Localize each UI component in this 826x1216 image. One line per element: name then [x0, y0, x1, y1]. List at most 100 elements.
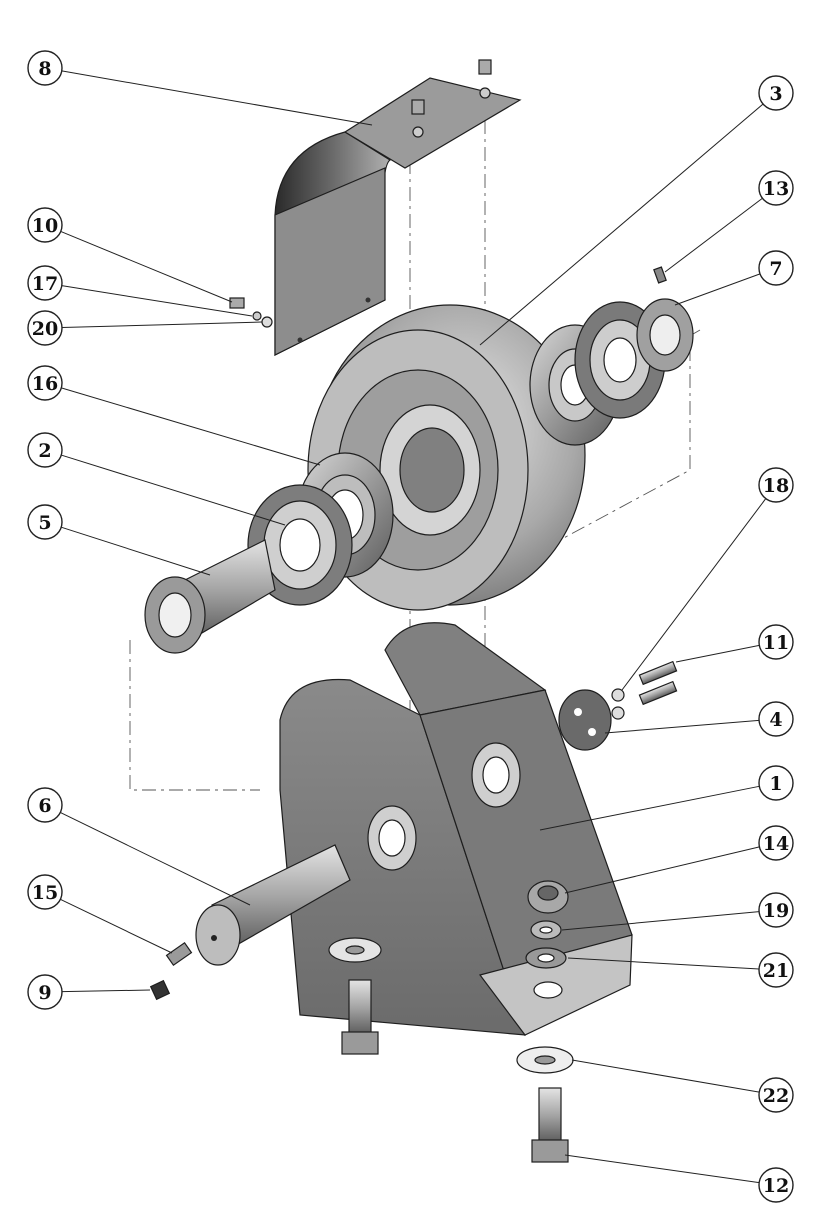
callout-circle — [27, 310, 63, 346]
callout-1: 1 — [758, 765, 794, 801]
callout-17: 17 — [27, 265, 63, 301]
callout-18: 18 — [758, 467, 794, 503]
leader-line-13 — [664, 197, 763, 273]
callout-circle — [27, 50, 63, 86]
leader-line-3 — [479, 103, 764, 346]
hex-nut — [527, 880, 569, 914]
callout-number: 10 — [32, 215, 58, 237]
callout-4: 4 — [758, 701, 794, 737]
callout-20: 20 — [27, 310, 63, 346]
pivot-pin — [195, 844, 351, 966]
set-screw-top — [653, 266, 667, 284]
callout-number: 22 — [763, 1085, 789, 1107]
leader-line-8 — [61, 70, 373, 126]
leader-line-10 — [60, 231, 233, 303]
leader-line-17 — [61, 285, 253, 317]
callout-number: 14 — [763, 833, 789, 855]
grease-nipple — [165, 941, 193, 967]
callout-circle — [27, 432, 63, 468]
callout-circle — [27, 504, 63, 540]
callout-number: 7 — [769, 258, 782, 280]
leader-line-15 — [60, 898, 173, 954]
leader-line-1 — [539, 785, 760, 831]
callout-21: 21 — [758, 952, 794, 988]
callout-number: 13 — [763, 178, 789, 200]
leader-line-22 — [571, 1059, 760, 1093]
spring-washer — [530, 920, 562, 940]
callout-6: 6 — [27, 787, 63, 823]
callout-22: 22 — [758, 1077, 794, 1113]
callout-number: 9 — [38, 982, 51, 1004]
callout-number: 6 — [38, 795, 51, 817]
callout-circle — [27, 207, 63, 243]
leader-line-9 — [61, 989, 151, 993]
callout-16: 16 — [27, 365, 63, 401]
callout-circle — [27, 874, 63, 910]
set-screw — [149, 979, 171, 1001]
callout-5: 5 — [27, 504, 63, 540]
callout-11: 11 — [758, 624, 794, 660]
leader-line-19 — [561, 911, 760, 931]
callout-circle — [758, 75, 794, 111]
callout-3: 3 — [758, 75, 794, 111]
leader-line-7 — [674, 273, 761, 306]
lock-plate — [558, 689, 612, 751]
callout-number: 17 — [32, 273, 58, 295]
leader-line-18 — [621, 498, 767, 691]
callout-7: 7 — [758, 250, 794, 286]
callout-9: 9 — [27, 974, 63, 1010]
callout-15: 15 — [27, 874, 63, 910]
callout-circle — [758, 952, 794, 988]
callout-circle — [758, 170, 794, 206]
leader-line-16 — [61, 387, 321, 466]
callout-number: 3 — [769, 83, 782, 105]
cover-shield — [274, 59, 522, 356]
callout-number: 11 — [763, 632, 789, 654]
leader-line-6 — [60, 812, 251, 906]
slotted-nut — [636, 298, 694, 372]
callout-number: 8 — [38, 58, 51, 80]
flat-washer-lower — [328, 937, 574, 1074]
callout-number: 18 — [763, 475, 789, 497]
callout-12: 12 — [758, 1167, 794, 1203]
bushing-sleeve — [144, 539, 276, 654]
callout-number: 20 — [32, 318, 58, 340]
callout-circle — [758, 467, 794, 503]
bracket-body — [279, 622, 633, 1037]
leader-line-4 — [604, 719, 760, 734]
callout-number: 1 — [769, 773, 782, 795]
callout-14: 14 — [758, 825, 794, 861]
callout-number: 21 — [763, 960, 789, 982]
callout-circle — [758, 250, 794, 286]
callout-19: 19 — [758, 892, 794, 928]
flat-washer-upper — [525, 947, 567, 969]
callout-number: 12 — [763, 1175, 789, 1197]
callout-circle — [758, 1167, 794, 1203]
callout-circle — [27, 974, 63, 1010]
leader-line-20 — [61, 321, 263, 329]
callout-number: 16 — [32, 373, 58, 395]
leader-line-11 — [675, 644, 760, 663]
callout-8: 8 — [27, 50, 63, 86]
callout-circle — [758, 701, 794, 737]
callout-number: 2 — [38, 440, 51, 462]
callout-13: 13 — [758, 170, 794, 206]
callout-10: 10 — [27, 207, 63, 243]
bolts-lock-plate — [611, 660, 678, 720]
callout-circle — [758, 825, 794, 861]
mounting-bolts — [341, 979, 569, 1163]
callout-number: 4 — [769, 709, 782, 731]
leader-line-2 — [61, 454, 286, 526]
callout-circle — [27, 365, 63, 401]
callout-number: 5 — [38, 512, 51, 534]
callout-circle — [758, 1077, 794, 1113]
callout-circle — [758, 892, 794, 928]
callout-circle — [758, 765, 794, 801]
seal-ring-left — [247, 484, 353, 606]
leader-line-12 — [564, 1154, 760, 1184]
leader-line-14 — [564, 846, 760, 894]
callout-number: 19 — [763, 900, 789, 922]
leader-line-5 — [61, 526, 211, 576]
